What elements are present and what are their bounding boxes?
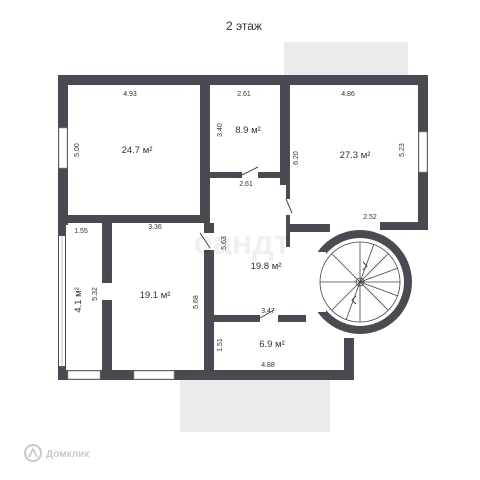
- dimension-label: 4.86: [341, 91, 355, 98]
- dimension-label: 5.63: [221, 236, 228, 250]
- dimension-label: 5.32: [92, 287, 99, 301]
- room-area-label: 24.7 м²: [122, 145, 153, 156]
- room-area-label: 8.9 м²: [235, 125, 261, 136]
- room-area-label: 4.1 м²: [73, 287, 84, 313]
- dimension-label: 5.68: [193, 295, 200, 309]
- dimension-label: 1.51: [217, 338, 224, 352]
- room-area-label: 27.3 м²: [340, 150, 371, 161]
- doors: [103, 166, 293, 319]
- stair-opening: [306, 252, 326, 312]
- dimension-label: 4.93: [123, 91, 137, 98]
- dimension-label: 6.20: [293, 151, 300, 165]
- room-area-label: 19.8 м²: [251, 261, 282, 272]
- dimension-label: 2.61: [239, 181, 253, 188]
- windows: [58, 127, 428, 380]
- dimension-label: 3.36: [148, 224, 162, 231]
- dimension-label: 2.61: [237, 91, 251, 98]
- watermark-logo-text: Домклик: [46, 449, 90, 460]
- dimension-label: 3.47: [261, 308, 275, 315]
- room-area-label: 19.1 м²: [140, 290, 171, 301]
- watermark-center: сандт: [193, 224, 290, 262]
- floor-title: 2 этаж: [226, 19, 262, 33]
- dimension-label: 5.23: [399, 143, 406, 157]
- dimension-label: 2.52: [363, 214, 377, 221]
- dimension-label: 4.88: [261, 362, 275, 369]
- balcony-top: [284, 42, 408, 77]
- dimension-label: 1.55: [74, 228, 88, 235]
- balcony-bottom: [180, 380, 330, 432]
- dimension-label: 5.00: [74, 143, 81, 157]
- dimension-label: 3.40: [217, 123, 224, 137]
- domclick-logo-icon: [24, 444, 42, 462]
- spiral-staircase-icon: [319, 241, 401, 323]
- room-area-label: 6.9 м²: [259, 339, 285, 350]
